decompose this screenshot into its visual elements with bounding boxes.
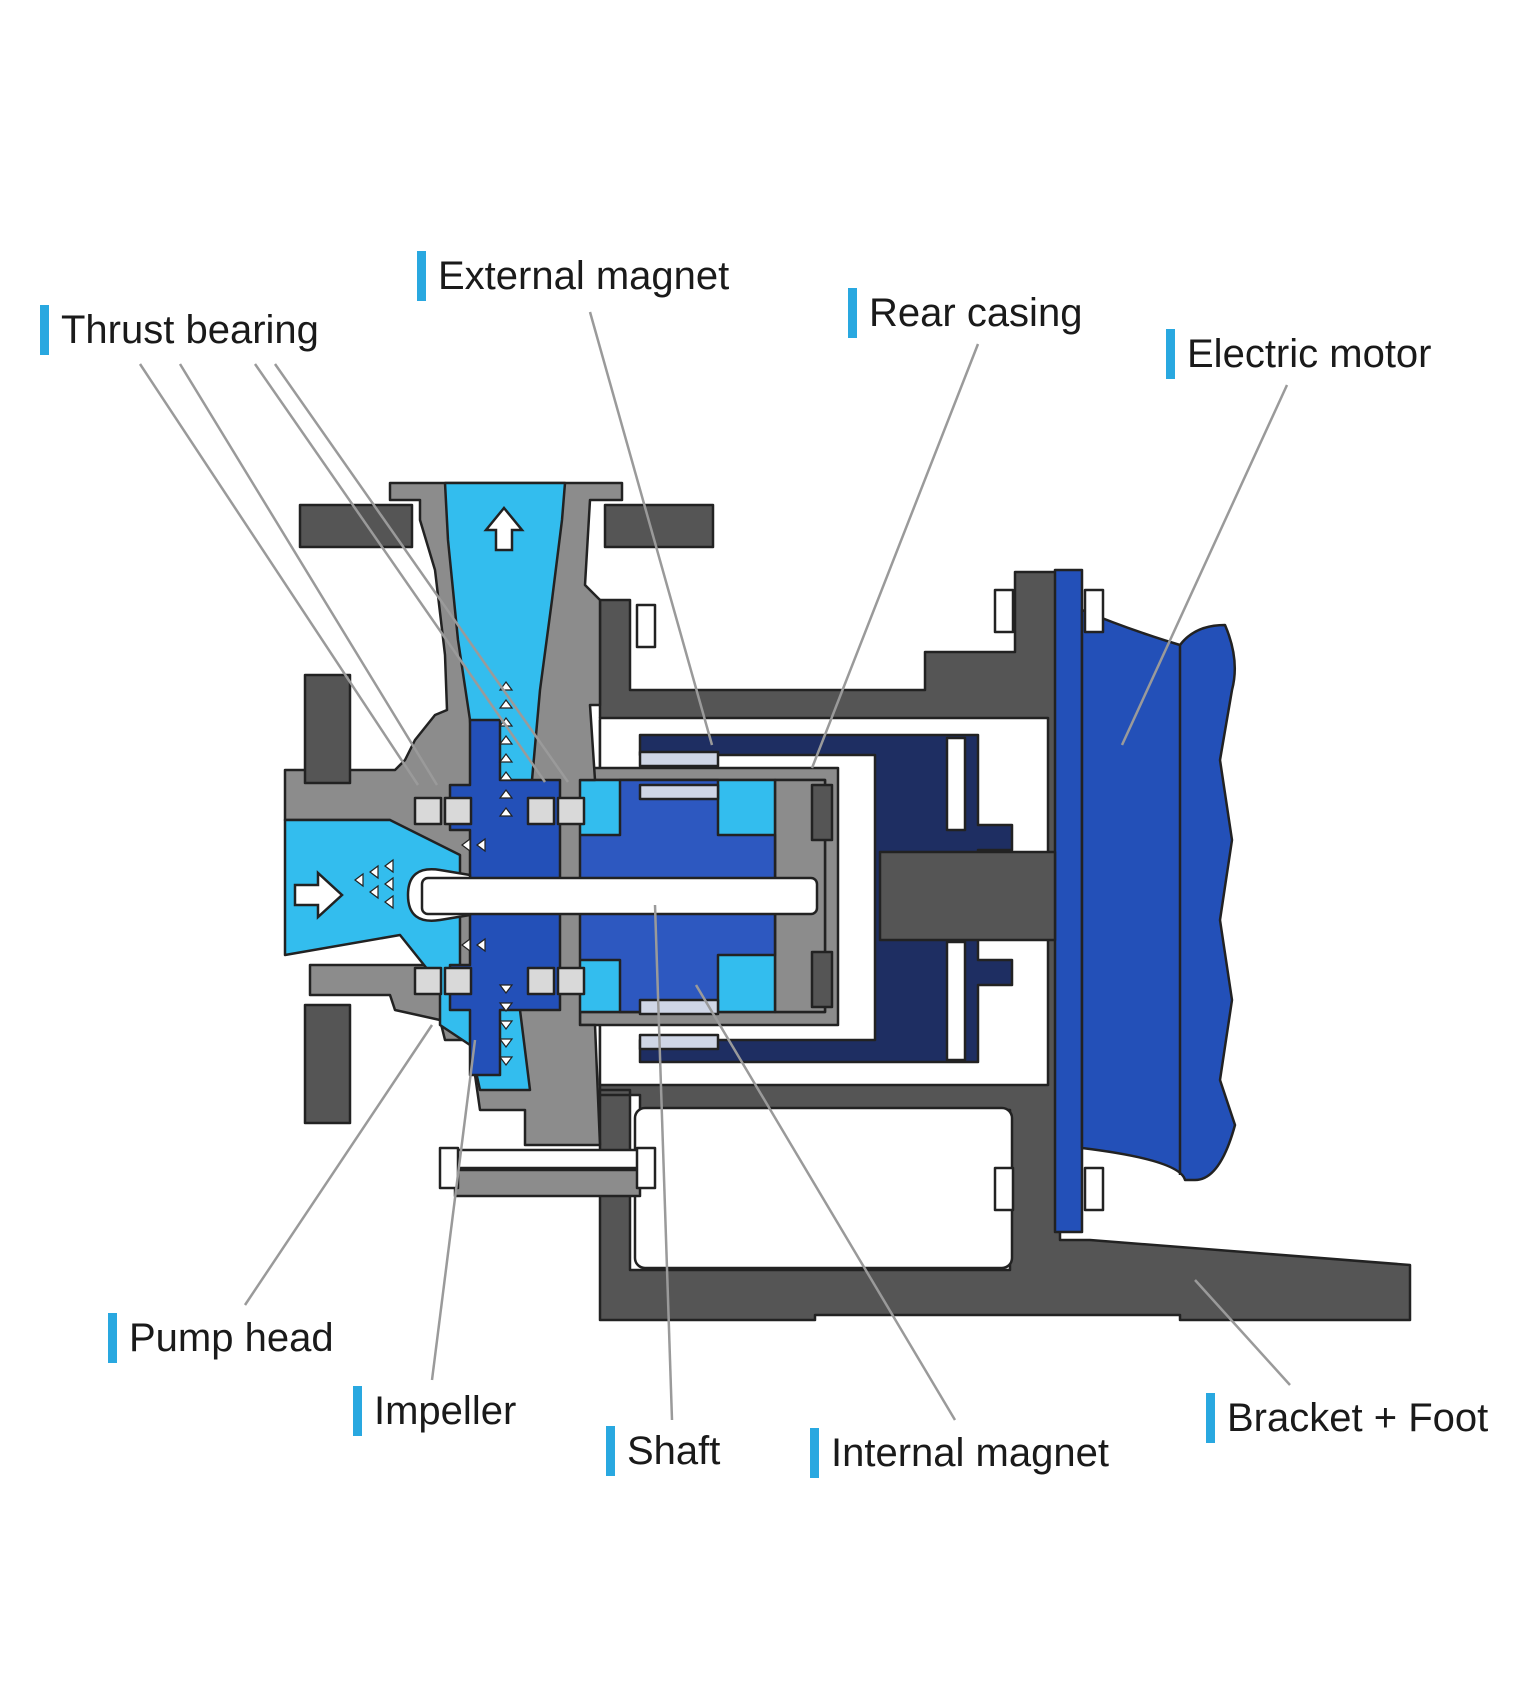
label-impeller: Impeller — [353, 1385, 516, 1437]
discharge-flange-right — [603, 503, 715, 549]
label-text: Internal magnet — [831, 1430, 1109, 1475]
label-marker — [40, 305, 49, 355]
tie-plate — [453, 1168, 642, 1198]
label-marker — [1166, 329, 1175, 379]
label-marker — [417, 251, 426, 301]
leader-lines — [138, 311, 1291, 1421]
shaft — [420, 876, 819, 916]
label-marker — [606, 1426, 615, 1476]
label-rear-casing: Rear casing — [848, 287, 1082, 339]
rear-casing-insert-bottom — [810, 950, 834, 1009]
label-marker — [810, 1428, 819, 1478]
label-text: Bracket + Foot — [1227, 1395, 1489, 1440]
label-electric-motor: Electric motor — [1166, 328, 1432, 380]
label-text: Rear casing — [869, 290, 1083, 335]
electric-motor-body — [1080, 608, 1237, 1182]
discharge-arrow-icon — [483, 506, 525, 552]
label-text: Impeller — [374, 1388, 517, 1433]
bracket-window — [633, 1106, 1014, 1270]
tie-rod — [453, 1148, 642, 1170]
motor-flange — [1053, 568, 1084, 1234]
outer-rotor-slot-top — [945, 736, 967, 832]
label-marker — [108, 1313, 117, 1363]
external-magnet-carrier — [638, 733, 1014, 1064]
label-text: Shaft — [627, 1428, 721, 1473]
suction-flange-lower — [303, 1003, 352, 1125]
label-marker — [848, 288, 857, 338]
rear-casing-insert-top — [810, 783, 834, 842]
label-pump-head: Pump head — [108, 1312, 334, 1364]
bolts — [438, 588, 1105, 1212]
outer-rotor-slot-bottom — [945, 940, 967, 1062]
label-text: External magnet — [438, 253, 730, 298]
suction-arrow-icon — [293, 870, 344, 920]
suction-flange-upper — [303, 673, 352, 785]
label-marker — [353, 1386, 362, 1436]
thrust-bearings — [413, 796, 586, 996]
label-thrust-bearing: Thrust bearing — [40, 304, 319, 356]
label-text: Thrust bearing — [61, 307, 319, 352]
label-external-magnet: External magnet — [417, 250, 729, 302]
motor-shaft — [878, 850, 1057, 942]
discharge-flange-left — [298, 503, 414, 549]
label-bracket-foot: Bracket + Foot — [1206, 1392, 1488, 1444]
label-text: Electric motor — [1187, 331, 1432, 376]
label-marker — [1206, 1393, 1215, 1443]
label-text: Pump head — [129, 1315, 334, 1360]
label-shaft: Shaft — [606, 1425, 720, 1477]
label-internal-magnet: Internal magnet — [810, 1427, 1109, 1479]
